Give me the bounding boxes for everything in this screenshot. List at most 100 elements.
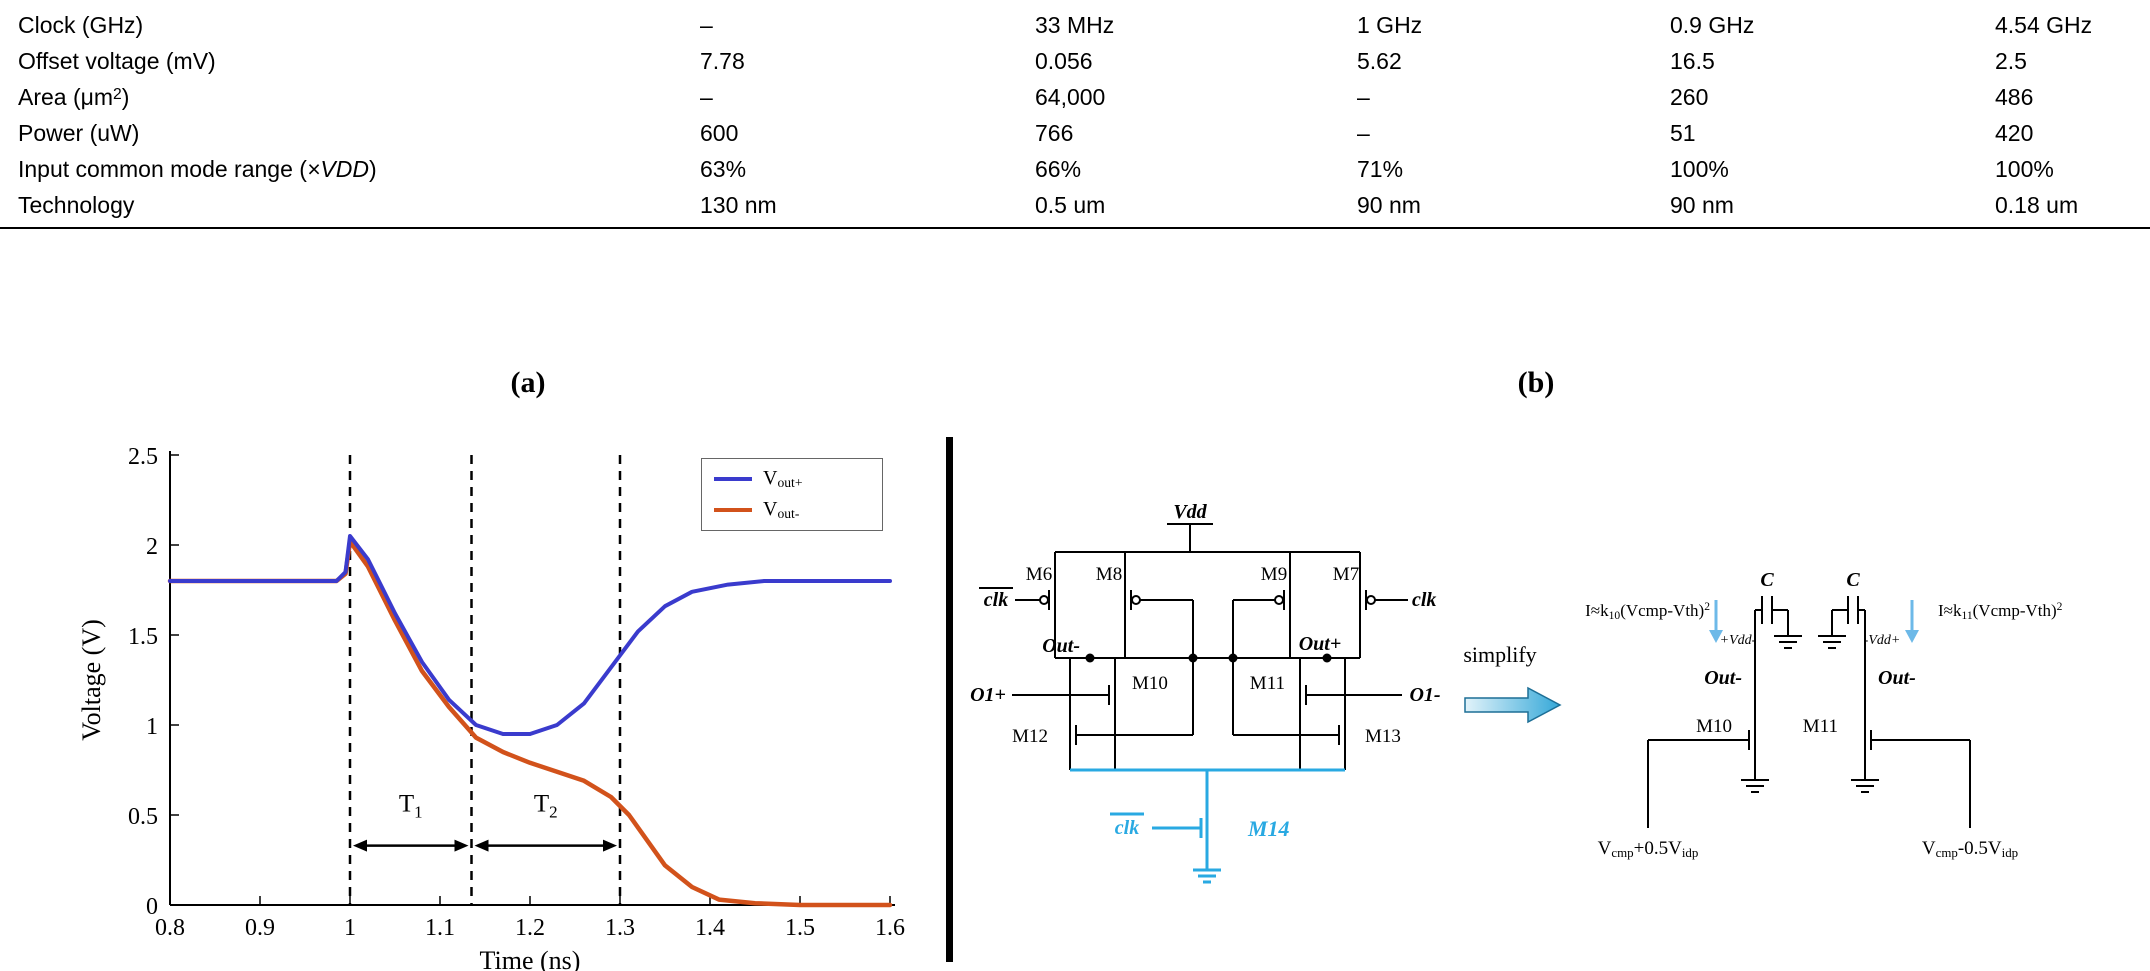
x-tick-label: 1.6	[875, 915, 905, 941]
legend-label-vout-minus: Vout-	[763, 498, 800, 521]
plot-legend: Vout+ Vout-	[701, 458, 883, 531]
clk-bar-tail-label: clk	[1115, 817, 1139, 839]
table-cell: 260	[1670, 84, 1709, 110]
row-label: Power (uW)	[18, 120, 140, 146]
figure-divider-bar	[946, 437, 953, 962]
table-cell: 420	[1995, 120, 2034, 146]
arrowhead	[474, 839, 489, 852]
y-tick-label: 2	[146, 534, 158, 560]
figure-b-label: (b)	[1517, 366, 1555, 399]
table-cell: 600	[700, 120, 739, 146]
node-dots	[1085, 653, 1332, 663]
row-label: Technology	[18, 192, 135, 218]
table-cell: 0.5 um	[1035, 192, 1106, 218]
current-arrows	[1709, 600, 1919, 643]
series-Vout+	[168, 534, 892, 736]
polarity-right-label: -Vdd+	[1864, 633, 1901, 648]
simplify-label: simplify	[1463, 642, 1536, 667]
o1-minus-label: O1-	[1409, 684, 1440, 706]
series-Vout-	[167, 539, 893, 908]
table-row: Technology 130 nm 0.5 um 90 nm 90 nm 0.1…	[0, 192, 2150, 226]
table-cell: 33 MHz	[1035, 12, 1115, 38]
x-tick-label: 1.1	[425, 915, 455, 941]
polarity-left-label: +Vdd-	[1720, 633, 1757, 648]
y-tick-label: 1	[146, 714, 158, 740]
table-cell: –	[1357, 120, 1370, 146]
m11-simplified-label: M11	[1803, 716, 1838, 737]
vcmp-plus-label: Vcmp+0.5Vidp	[1597, 838, 1699, 860]
row-label: Area (μm2)	[18, 84, 130, 110]
m10-simplified-label: M10	[1696, 716, 1732, 737]
comparator-circuit: Vdd clk clk M6 M8 M9 M7 Out- Out+ O1+ O1…	[970, 501, 1971, 884]
m12-label: M12	[1012, 726, 1048, 747]
table-cell: 1 GHz	[1357, 12, 1423, 38]
legend-label-vout-plus: Vout+	[763, 467, 803, 490]
clk-bar-left-label: clk	[984, 589, 1008, 611]
cap-left-label: C	[1760, 569, 1774, 591]
table-cell: –	[700, 84, 713, 110]
m13-label: M13	[1365, 726, 1401, 747]
table-row: Input common mode range (×VDD) 63% 66% 7…	[0, 156, 2150, 190]
figure-a-label: (a)	[510, 366, 546, 399]
table-cell: 130 nm	[700, 192, 777, 218]
table-cell: 0.056	[1035, 48, 1093, 74]
table-cell: 63%	[700, 156, 747, 182]
table-cell: 0.18 um	[1995, 192, 2079, 218]
out-plus-label: Out+	[1299, 633, 1342, 655]
o1-plus-label: O1+	[970, 684, 1006, 706]
table-cell: 4.54 GHz	[1995, 12, 2093, 38]
table-row: Power (uW) 600 766 – 51 420	[0, 120, 2150, 154]
m10-label: M10	[1132, 673, 1168, 694]
y-tick-label: 1.5	[128, 624, 158, 650]
m11-label: M11	[1250, 673, 1285, 694]
y-tick-label: 0	[146, 894, 158, 920]
table-cell: 71%	[1357, 156, 1404, 182]
table-row: Offset voltage (mV) 7.78 0.056 5.62 16.5…	[0, 48, 2150, 82]
table-cell: 64,000	[1035, 84, 1106, 110]
table-cell: 66%	[1035, 156, 1082, 182]
x-tick-label: 0.8	[155, 915, 185, 941]
legend-line-vout-minus	[714, 508, 752, 512]
m6-label: M6	[1026, 564, 1052, 585]
row-label: Clock (GHz)	[18, 12, 144, 38]
table-cell: 90 nm	[1357, 192, 1421, 218]
table-cell: 7.78	[700, 48, 745, 74]
table-cell: –	[1357, 84, 1370, 110]
left-circuit-wires	[979, 523, 1408, 770]
current-eq-left: I≈k10(Vcmp-Vth)2	[1585, 600, 1710, 622]
m9-label: M9	[1261, 564, 1287, 585]
out-left-label: Out-	[1704, 667, 1742, 689]
arrowhead	[454, 839, 469, 852]
y-tick-label: 2.5	[128, 444, 158, 470]
out-minus-label: Out-	[1042, 635, 1080, 657]
tail-branch-wires	[1070, 768, 1345, 884]
x-tick-label: 1	[344, 915, 356, 941]
legend-entry: Vout-	[714, 498, 870, 522]
clk-right-label: clk	[1412, 589, 1436, 611]
y-tick-label: 0.5	[128, 804, 158, 830]
x-axis-title: Time (ns)	[480, 946, 581, 971]
out-right-label: Out-	[1878, 667, 1916, 689]
x-tick-label: 1.2	[515, 915, 545, 941]
x-tick-label: 1.3	[605, 915, 635, 941]
m8-label: M8	[1096, 564, 1122, 585]
m14-label: M14	[1247, 816, 1290, 841]
table-cell: 486	[1995, 84, 2034, 110]
cap-right-label: C	[1846, 569, 1860, 591]
table-cell: 100%	[1670, 156, 1729, 182]
table-bottom-rule	[0, 227, 2150, 229]
table-cell: 100%	[1995, 156, 2054, 182]
table-cell: 90 nm	[1670, 192, 1734, 218]
vdd-label: Vdd	[1173, 501, 1207, 523]
legend-line-vout-plus	[714, 477, 752, 481]
table-cell: –	[700, 12, 713, 38]
arrowhead	[353, 839, 367, 852]
x-tick-label: 0.9	[245, 915, 275, 941]
table-cell: 2.5	[1995, 48, 2027, 74]
row-label: Input common mode range (×VDD)	[18, 156, 377, 182]
table-row: Area (μm2) – 64,000 – 260 486	[0, 84, 2150, 118]
table-cell: 0.9 GHz	[1670, 12, 1755, 38]
interval-label: T1	[399, 790, 423, 821]
